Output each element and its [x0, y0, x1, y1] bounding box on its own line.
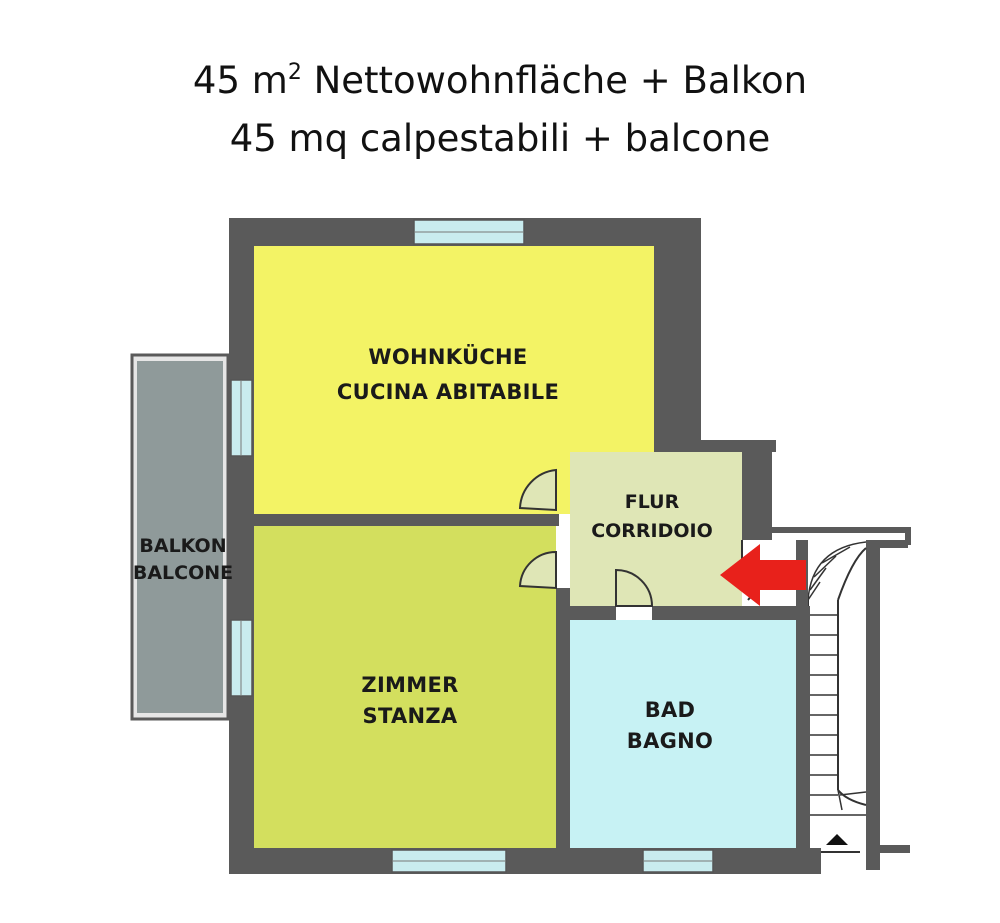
label-living-kitchen-de: WOHNKÜCHE: [368, 344, 527, 369]
walls: [229, 218, 821, 874]
label-hallway-it: CORRIDOIO: [591, 520, 713, 542]
label-bathroom-it: BAGNO: [627, 729, 713, 753]
windows: [230, 219, 714, 873]
title-line-german: 45 m2 Nettowohnfläche + Balkon: [192, 59, 808, 102]
label-living-kitchen-it: CUCINA ABITABILE: [337, 380, 559, 404]
room-bedroom: [254, 526, 556, 848]
label-balcony-it: BALCONE: [133, 562, 233, 584]
label-bedroom-de: ZIMMER: [361, 673, 458, 697]
staircase: [751, 527, 911, 870]
plan-title: 45 m2 Nettowohnfläche + Balkon 45 mq cal…: [0, 52, 1000, 168]
room-bathroom: [570, 620, 796, 848]
label-bedroom-it: STANZA: [363, 704, 458, 728]
label-bathroom-de: BAD: [645, 698, 696, 722]
label-balcony-de: BALKON: [139, 535, 226, 557]
label-hallway-de: FLUR: [625, 491, 680, 513]
stair-up-arrow-icon: [826, 834, 848, 845]
entrance-arrow-icon: [720, 544, 806, 606]
room-hallway: [570, 452, 742, 606]
title-line-italian: 45 mq calpestabili + balcone: [229, 117, 771, 160]
